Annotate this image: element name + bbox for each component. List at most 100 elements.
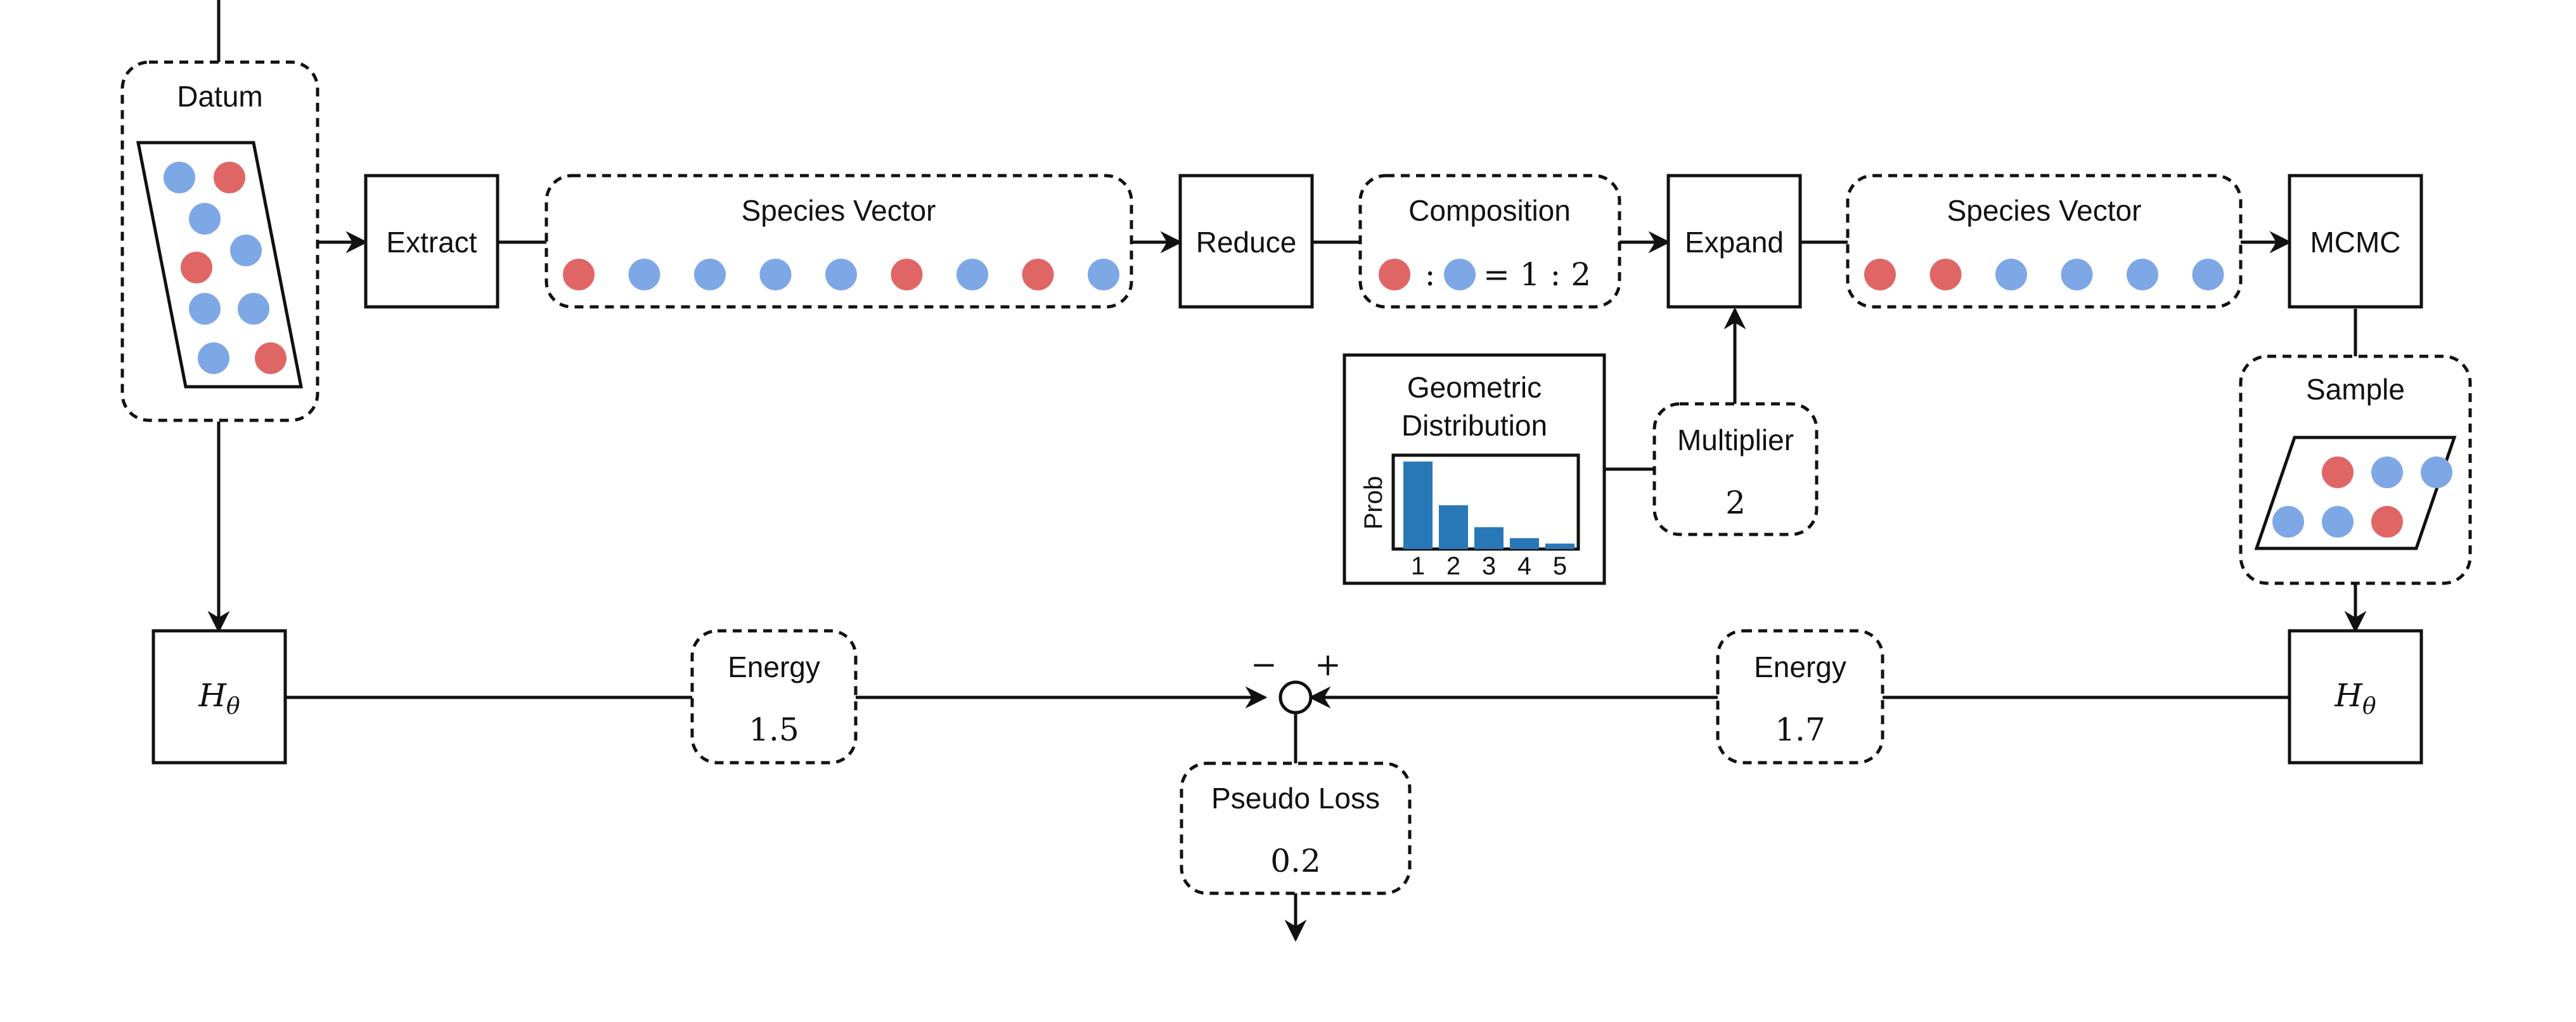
h-theta-right-label: Hθ bbox=[2334, 677, 2376, 720]
datum-title: Datum bbox=[177, 80, 262, 113]
datum-dot-blue bbox=[189, 203, 221, 235]
geometric-bar-1 bbox=[1403, 462, 1433, 549]
sample-dot-red bbox=[2322, 456, 2354, 488]
sample-dot-blue bbox=[2421, 456, 2452, 488]
h-theta-right-subscript: θ bbox=[2362, 694, 2376, 720]
species-vector-in-dot-blue bbox=[628, 259, 660, 290]
multiplier-group: Multiplier 2 bbox=[1652, 402, 1819, 536]
geometric-tick-2: 2 bbox=[1446, 552, 1460, 580]
geometric-bar-5 bbox=[1545, 543, 1575, 549]
h-theta-left-block: Hθ bbox=[151, 629, 287, 765]
species-vector-in-group: Species Vector bbox=[544, 174, 1133, 309]
species-vector-in-dot-blue bbox=[956, 259, 988, 290]
datum-dots bbox=[164, 162, 287, 374]
mcmc-box bbox=[2288, 174, 2423, 309]
composition-colon: : bbox=[1425, 256, 1436, 293]
composition-group: Composition : = 1 : 2 bbox=[1358, 174, 1621, 309]
energy-left-container bbox=[690, 629, 858, 765]
geometric-bar-2 bbox=[1439, 505, 1468, 549]
extract-box bbox=[364, 174, 499, 309]
datum-group: Datum bbox=[120, 60, 319, 422]
connectors bbox=[207, 0, 2367, 942]
sample-dot-red bbox=[2371, 506, 2403, 538]
extract-block: Extract bbox=[364, 174, 499, 309]
h-theta-right-symbol: H bbox=[2334, 677, 2363, 714]
species-vector-out-dot-blue bbox=[2127, 259, 2158, 290]
datum-dot-blue bbox=[189, 293, 221, 325]
energy-right-group: Energy 1.7 bbox=[1716, 629, 1884, 765]
reduce-block: Reduce bbox=[1178, 174, 1314, 309]
energy-left-title: Energy bbox=[728, 650, 820, 683]
species-vector-out-title: Species Vector bbox=[1947, 194, 2142, 227]
sum-node-group: − + bbox=[1251, 646, 1341, 715]
geometric-bar-4 bbox=[1510, 538, 1539, 549]
h-theta-left-symbol: H bbox=[198, 677, 227, 714]
extract-label: Extract bbox=[386, 226, 477, 259]
sample-dots bbox=[2272, 456, 2452, 538]
datum-dot-blue bbox=[238, 293, 269, 325]
pseudo-loss-container bbox=[1180, 761, 1412, 895]
composition-container bbox=[1358, 174, 1621, 309]
h-theta-right-block: Hθ bbox=[2288, 629, 2423, 765]
geometric-title-line1: Geometric bbox=[1407, 371, 1542, 404]
reduce-box bbox=[1178, 174, 1314, 309]
sample-title: Sample bbox=[2306, 373, 2405, 406]
species-vector-in-dot-blue bbox=[694, 259, 726, 290]
species-vector-out-dot-red bbox=[1929, 259, 1962, 290]
species-vector-in-dot-blue bbox=[825, 259, 857, 290]
h-theta-left-box bbox=[151, 629, 287, 765]
energy-right-container bbox=[1716, 629, 1884, 765]
sample-dot-blue bbox=[2371, 456, 2403, 488]
species-vector-in-title: Species Vector bbox=[742, 194, 936, 227]
energy-left-value: 1.5 bbox=[749, 711, 799, 748]
expand-label: Expand bbox=[1685, 226, 1784, 259]
multiplier-value: 2 bbox=[1725, 484, 1746, 521]
sample-dot-blue bbox=[2272, 506, 2304, 538]
species-vector-in-dot-blue bbox=[1088, 259, 1119, 290]
species-vector-out-dot-blue bbox=[2192, 259, 2224, 290]
geometric-bar-3 bbox=[1474, 527, 1504, 549]
species-vector-out-dot-blue bbox=[2061, 259, 2093, 290]
species-vector-out-dot-blue bbox=[1995, 259, 2027, 290]
datum-dot-blue bbox=[230, 235, 262, 266]
pseudo-loss-group: Pseudo Loss 0.2 bbox=[1180, 761, 1412, 895]
h-theta-left-subscript: θ bbox=[226, 694, 240, 720]
geometric-title-line2: Distribution bbox=[1401, 409, 1547, 442]
geometric-ylabel: Prob bbox=[1360, 476, 1388, 530]
geometric-bars bbox=[1403, 462, 1575, 549]
species-vector-in-dots bbox=[563, 259, 1119, 290]
datum-dot-blue bbox=[198, 342, 229, 374]
species-vector-out-group: Species Vector bbox=[1846, 174, 2243, 309]
sum-node bbox=[1278, 680, 1313, 715]
composition-title: Composition bbox=[1408, 194, 1571, 227]
datum-dot-red bbox=[214, 162, 245, 193]
energy-right-title: Energy bbox=[1754, 650, 1846, 683]
reduce-label: Reduce bbox=[1196, 226, 1297, 259]
datum-dot-blue bbox=[164, 162, 195, 193]
pseudo-loss-value: 0.2 bbox=[1270, 843, 1321, 879]
h-theta-left-label: Hθ bbox=[198, 677, 240, 720]
geometric-tick-3: 3 bbox=[1482, 552, 1496, 580]
mcmc-block: MCMC bbox=[2288, 174, 2423, 309]
mcmc-label: MCMC bbox=[2310, 226, 2400, 259]
geometric-tick-1: 1 bbox=[1411, 552, 1425, 580]
datum-data-panel bbox=[136, 141, 304, 389]
pseudo-loss-title: Pseudo Loss bbox=[1211, 782, 1380, 815]
expand-block: Expand bbox=[1666, 174, 1802, 309]
geometric-tick-5: 5 bbox=[1553, 552, 1567, 580]
datum-dot-red bbox=[181, 252, 212, 283]
species-vector-in-dot-red bbox=[563, 259, 595, 290]
species-vector-in-dot-red bbox=[891, 259, 923, 290]
composition-equation: = 1 : 2 bbox=[1483, 256, 1591, 293]
sum-node-plus: + bbox=[1315, 646, 1341, 683]
h-theta-right-box bbox=[2288, 629, 2423, 765]
sample-group: Sample bbox=[2239, 354, 2472, 585]
sample-data-panel bbox=[2254, 436, 2457, 550]
multiplier-container bbox=[1652, 402, 1819, 536]
composition-blue-dot bbox=[1444, 259, 1476, 290]
species-vector-out-dot-red bbox=[1864, 259, 1896, 290]
expand-box bbox=[1666, 174, 1802, 309]
